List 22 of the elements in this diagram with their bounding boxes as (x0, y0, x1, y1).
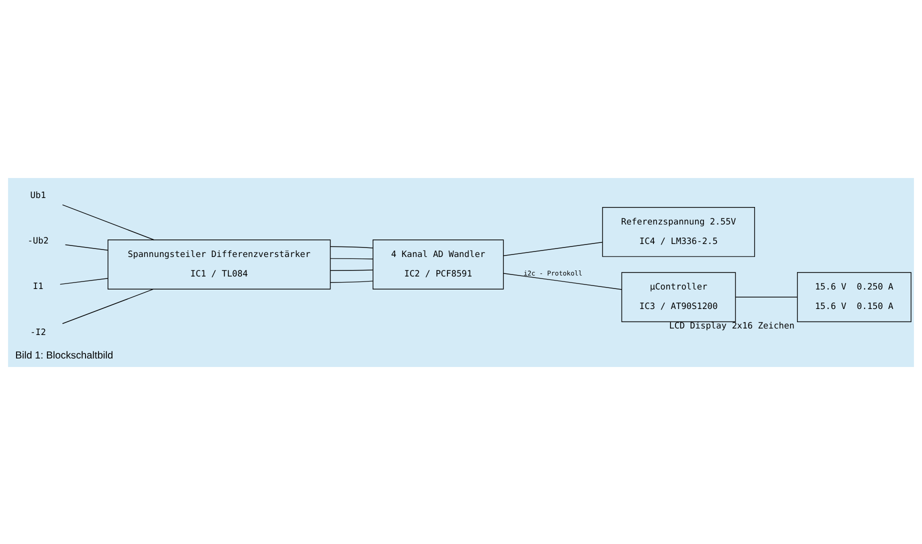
connector (330, 280, 374, 282)
connector (330, 258, 374, 259)
caption: Bild 1: Blockschaltbild (15, 350, 114, 361)
node-box: 4 Kanal AD Wandler IC2 / PCF8591 (372, 239, 504, 290)
connector (330, 269, 374, 270)
connector (64, 244, 108, 250)
connector (330, 246, 374, 248)
node-text: -I2 (30, 327, 46, 338)
node-box: Spannungsteiler Differenzverstärker IC1 / TL084 (108, 239, 331, 290)
connector (503, 272, 622, 290)
node-text: I1 (32, 282, 44, 292)
connector (503, 241, 603, 256)
connector (60, 277, 108, 284)
connector (62, 204, 154, 240)
node-label: LCD Display 2x16 Zeichen (669, 321, 794, 332)
connector (735, 296, 798, 297)
node-box: 15.6 V 0.250 A 15.6 V 0.150 A (797, 272, 912, 322)
node-text: Ub1 (30, 190, 46, 200)
node-text: -Ub2 (28, 236, 49, 246)
connector (62, 288, 154, 324)
node-box: Referenzspannung 2.55V IC4 / LM336-2.5 (602, 206, 755, 256)
node-box: µController IC3 / AT90S1200 (621, 272, 736, 322)
